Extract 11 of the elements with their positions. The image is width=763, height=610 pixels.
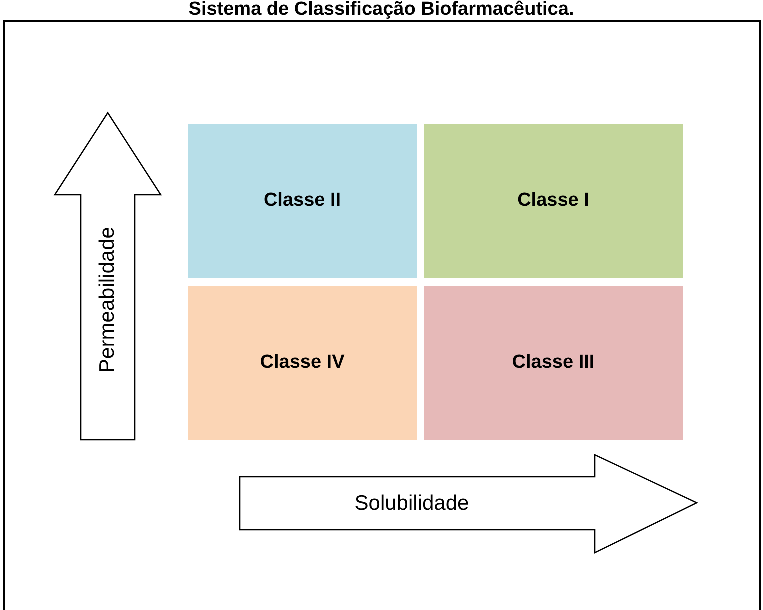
class-label: Classe II xyxy=(264,190,342,212)
class-box xyxy=(424,124,683,278)
class-box xyxy=(188,124,417,278)
axis-label: Permeabilidade xyxy=(96,227,120,373)
class-box xyxy=(424,286,683,440)
class-label: Classe I xyxy=(518,190,590,212)
class-label: Classe III xyxy=(512,352,595,374)
axis-label: Solubilidade xyxy=(354,492,470,516)
class-box xyxy=(188,286,417,440)
class-label: Classe IV xyxy=(260,352,345,374)
diagram-title: Sistema de Classificação Biofarmacêutica. xyxy=(188,0,576,20)
